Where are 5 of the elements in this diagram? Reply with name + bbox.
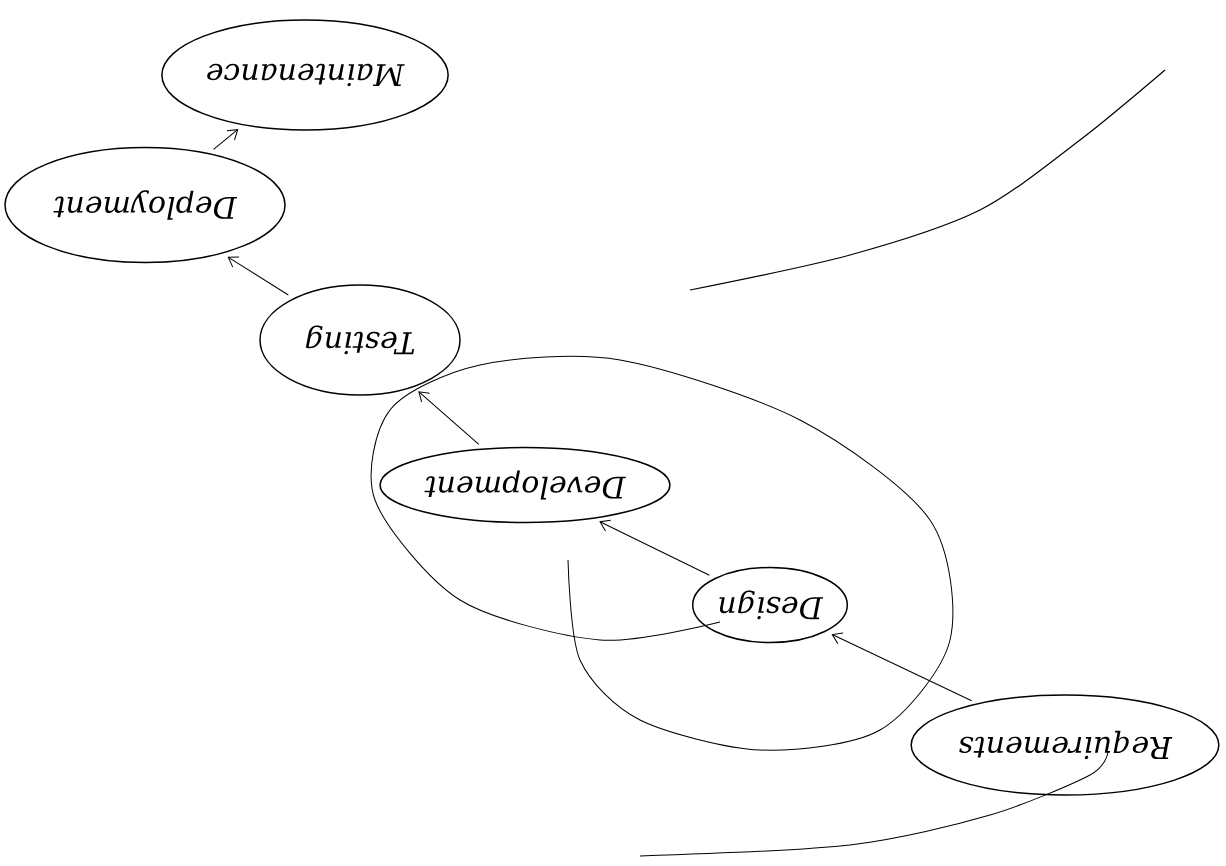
arrow: [227, 256, 289, 296]
arrow: [831, 632, 973, 702]
arrow: [599, 519, 710, 576]
arrow: [213, 129, 239, 150]
arrow: [418, 391, 480, 445]
